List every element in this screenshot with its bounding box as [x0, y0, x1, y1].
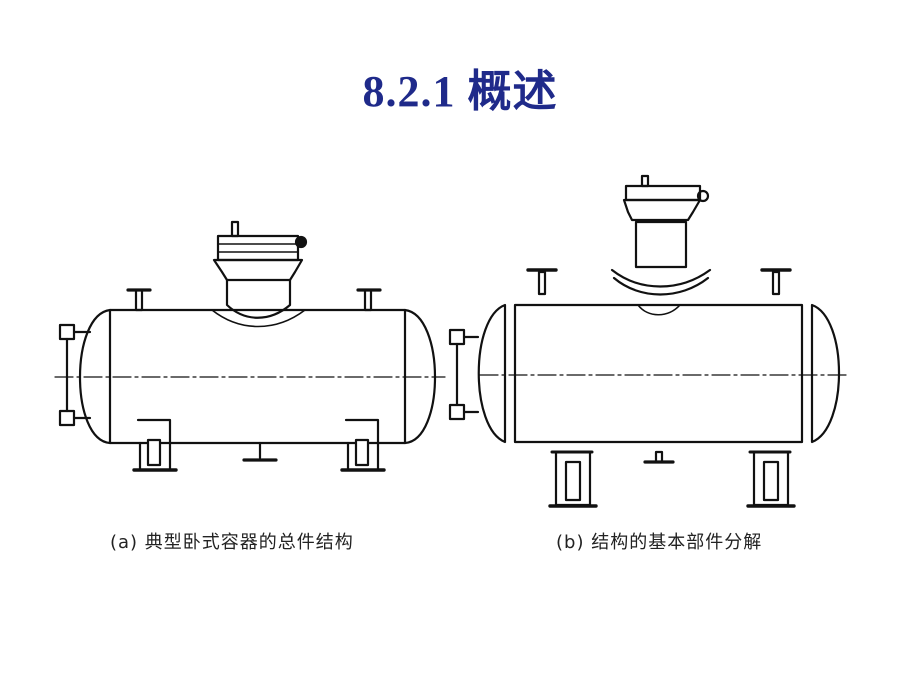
assembled-level-gauge: [58, 323, 92, 427]
caption-b: (b) 结构的基本部件分解: [556, 532, 763, 553]
exploded-nozzle-left: [526, 268, 558, 296]
assembled-nozzle-right: [356, 288, 382, 312]
exploded-head-left: [477, 303, 507, 444]
caption-a: (a) 典型卧式容器的总件结构: [110, 532, 354, 553]
exploded-level-gauge: [448, 328, 480, 421]
assembled-nozzle-left: [126, 288, 152, 312]
exploded-vessel: [448, 174, 851, 508]
exploded-saddle-left: [548, 450, 598, 508]
assembled-saddle-left: [132, 418, 178, 472]
exploded-saddle-right: [746, 450, 796, 508]
exploded-shell-opening: [637, 304, 681, 316]
exploded-nozzle-right: [760, 268, 792, 296]
exploded-manhole-neck: [610, 220, 712, 296]
exploded-shell: [513, 303, 804, 444]
assembled-saddle-right: [340, 418, 386, 472]
assembled-manhole: [211, 220, 308, 328]
exploded-head-right: [810, 303, 841, 444]
exploded-drain-nozzle: [643, 450, 675, 464]
slide-title: 8.2.1 概述: [362, 67, 558, 116]
assembled-vessel: [54, 220, 446, 472]
exploded-manhole-cover: [622, 174, 710, 222]
assembled-drain-nozzle: [242, 441, 278, 462]
